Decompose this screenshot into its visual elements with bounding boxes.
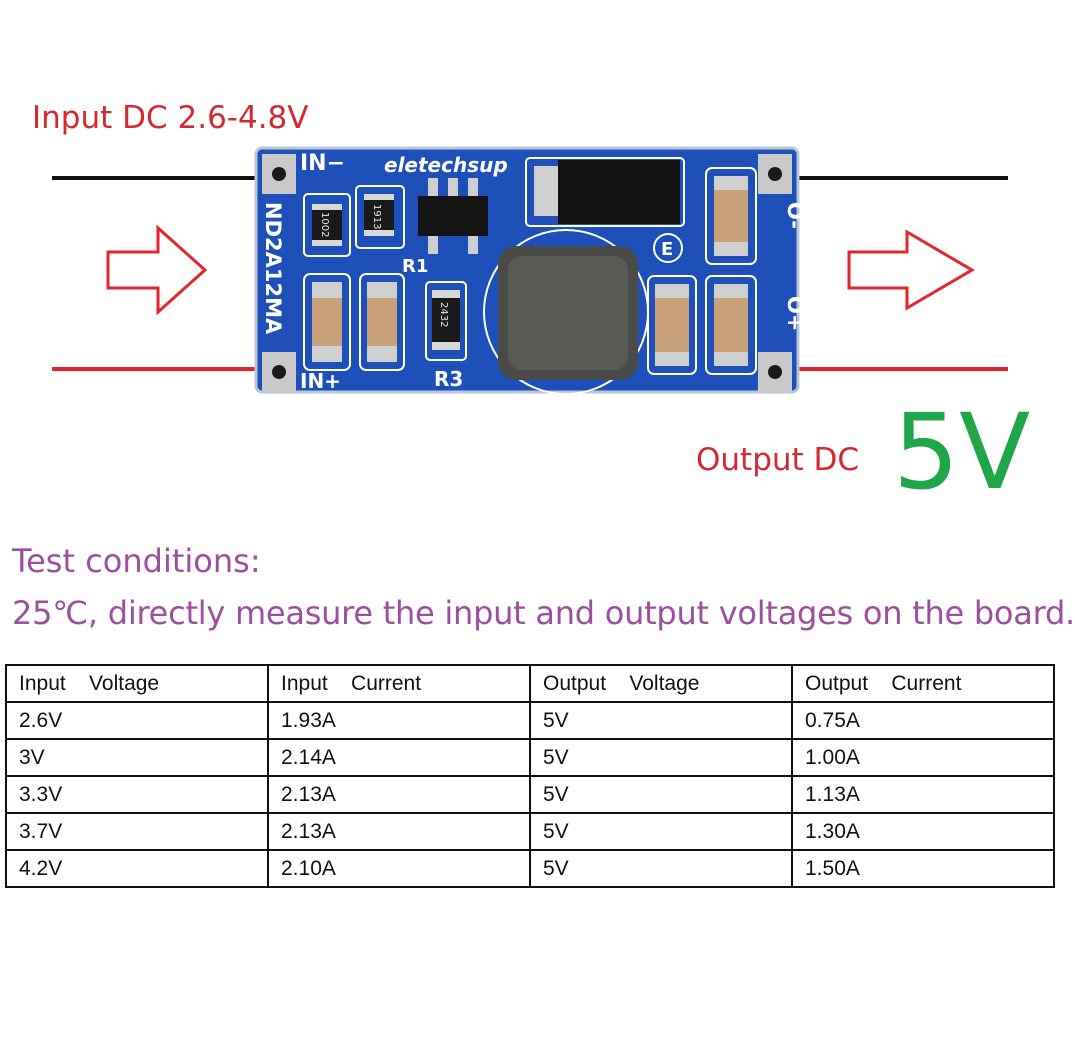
table-cell: 5V [529, 738, 793, 777]
table-cell: 4.2V [5, 849, 269, 888]
output-capacitor-3 [705, 275, 757, 375]
table-cell: 5V [529, 812, 793, 851]
resistor-1913: 1913 [355, 185, 405, 249]
table-cell: 0.75A [791, 701, 1055, 740]
pcb-module-figure: IN− IN+ eletechsup ND2A12MA O- O+ R1 R3 … [52, 146, 1008, 395]
output-arrow-icon [847, 229, 975, 311]
table-cell: 2.13A [267, 812, 531, 851]
regulator-ic [418, 178, 488, 254]
table-cell: 2.6V [5, 701, 269, 740]
board-model: ND2A12MA [261, 202, 285, 335]
table-cell: 1.50A [791, 849, 1055, 888]
output-dc-label: Output DC [696, 442, 860, 478]
input-dc-label: Input DC 2.6-4.8V [32, 100, 309, 136]
resistor-2432: 2432 [425, 281, 467, 361]
output-capacitor-2 [647, 275, 697, 375]
table-cell: 2.10A [267, 849, 531, 888]
table-row: 3.3V 2.13A 5V 1.13A [5, 775, 1055, 814]
header-input-current: Input Current [267, 664, 531, 703]
table-row: 2.6V 1.93A 5V 0.75A [5, 701, 1055, 740]
measurement-table: Input Voltage Input Current Output Volta… [5, 664, 1055, 888]
schottky-diode [525, 157, 685, 227]
table-cell: 1.00A [791, 738, 1055, 777]
resistor-1913-code: 1913 [371, 204, 382, 229]
table-cell: 2.14A [267, 738, 531, 777]
output-capacitor-1 [705, 167, 757, 265]
table-cell: 3V [5, 738, 269, 777]
input-capacitor-1 [303, 273, 351, 371]
power-inductor [483, 229, 649, 395]
table-cell: 5V [529, 849, 793, 888]
test-conditions-title: Test conditions: [12, 542, 261, 580]
table-row: 4.2V 2.10A 5V 1.50A [5, 849, 1055, 888]
resistor-2432-code: 2432 [438, 302, 449, 327]
output-voltage-value: 5V [893, 391, 1031, 513]
pin-pad-in-minus [262, 154, 296, 194]
r3-label: R3 [434, 367, 463, 391]
table-cell: 5V [529, 701, 793, 740]
table-cell: 5V [529, 775, 793, 814]
resistor-1002: 1002 [303, 193, 351, 257]
r1-label: R1 [402, 256, 428, 277]
input-arrow-icon [106, 224, 208, 316]
table-header-row: Input Voltage Input Current Output Volta… [5, 664, 1055, 703]
pin-label-out-plus: O+ [783, 296, 807, 331]
e-mark-icon [653, 233, 683, 263]
table-row: 3.7V 2.13A 5V 1.30A [5, 812, 1055, 851]
header-output-voltage: Output Voltage [529, 664, 793, 703]
table-cell: 1.30A [791, 812, 1055, 851]
pin-pad-out-plus [758, 352, 792, 392]
pin-pad-in-plus [262, 352, 296, 392]
table-cell: 3.3V [5, 775, 269, 814]
table-cell: 2.13A [267, 775, 531, 814]
resistor-1002-code: 1002 [319, 212, 330, 237]
table-cell: 3.7V [5, 812, 269, 851]
board-brand: eletechsup [384, 153, 508, 177]
pin-pad-out-minus [758, 154, 792, 194]
header-input-voltage: Input Voltage [5, 664, 269, 703]
table-row: 3V 2.14A 5V 1.00A [5, 738, 1055, 777]
table-cell: 1.93A [267, 701, 531, 740]
input-capacitor-2 [359, 273, 405, 371]
test-conditions-description: 25℃, directly measure the input and outp… [12, 594, 1075, 632]
pin-label-out-minus: O- [783, 202, 807, 229]
header-output-current: Output Current [791, 664, 1055, 703]
pin-label-in-plus: IN+ [300, 369, 341, 393]
table-cell: 1.13A [791, 775, 1055, 814]
pin-label-in-minus: IN− [300, 151, 345, 176]
e-mark-label: E [661, 239, 673, 260]
